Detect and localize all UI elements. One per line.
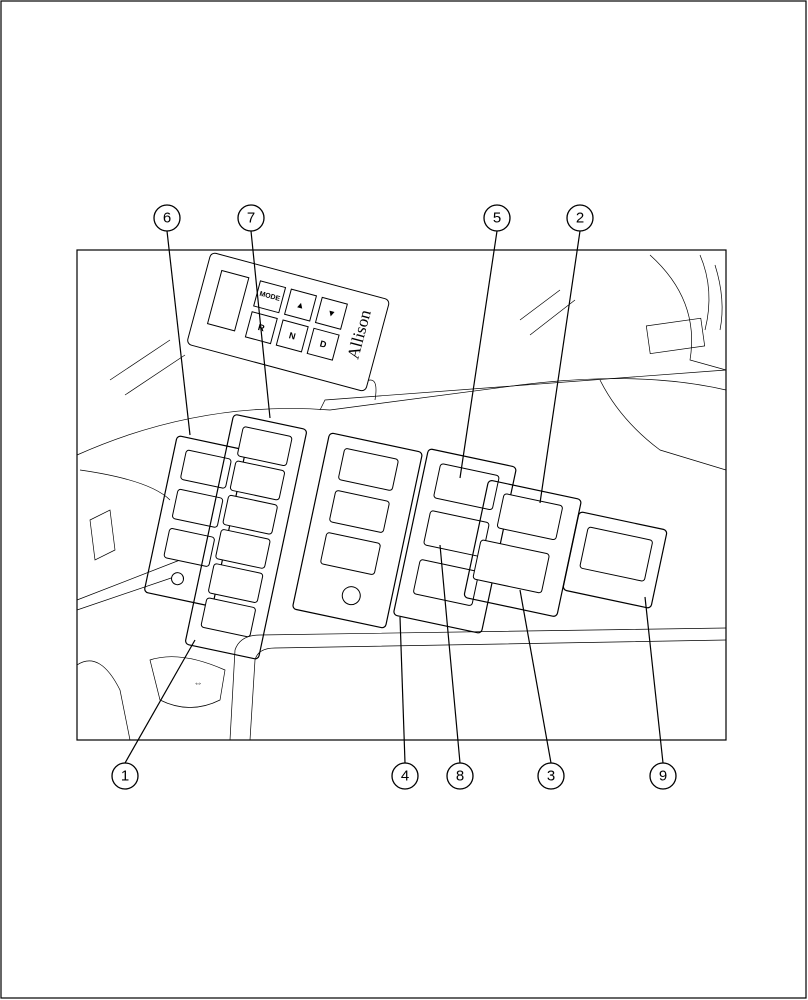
svg-text:7: 7 (247, 210, 255, 227)
rocker-switch-4[interactable] (413, 559, 479, 606)
transmission-shift-keypad: MODE ▲ ▼ R N D (187, 252, 390, 392)
callout-4: 4 (391, 762, 419, 790)
svg-text:1: 1 (121, 768, 129, 785)
rocker-switch-5[interactable] (433, 463, 500, 511)
rocker-switch[interactable] (180, 449, 232, 489)
svg-text:4: 4 (401, 768, 409, 785)
svg-text:9: 9 (659, 768, 667, 785)
keypad-key-up[interactable] (283, 288, 318, 322)
switch-panel-right-center (393, 448, 517, 634)
rocker-switch[interactable] (215, 529, 271, 569)
rocker-switch-9[interactable] (579, 526, 653, 582)
rocker-switch[interactable] (320, 532, 381, 575)
svg-text:N: N (288, 330, 297, 341)
rocker-switch-3[interactable] (472, 539, 550, 594)
keypad-key-down[interactable] (314, 296, 348, 330)
svg-text:R: R (257, 322, 266, 333)
svg-text:2: 2 (576, 210, 584, 227)
rocker-switch[interactable] (338, 448, 399, 491)
illustration-frame (76, 249, 727, 741)
cab-tilt-symbol: ⇔ (194, 678, 203, 688)
blank-switch (329, 490, 390, 533)
callout-2: 2 (566, 204, 594, 232)
dimmer-knob[interactable] (341, 585, 362, 606)
callout-8: 8 (446, 762, 474, 790)
callout-7: 7 (237, 204, 265, 232)
callout-3: 3 (537, 762, 565, 790)
display-window (206, 269, 250, 332)
svg-text:3: 3 (547, 768, 555, 785)
switch-panel-center (292, 432, 423, 629)
switch-panel-left (144, 435, 246, 607)
callout-5: 5 (483, 204, 511, 232)
keypad-key-d[interactable] (306, 327, 340, 361)
callout-1: 1 (111, 762, 139, 790)
callout-9: 9 (649, 762, 677, 790)
blank-switch (229, 460, 285, 501)
svg-text:8: 8 (456, 768, 464, 785)
switch-panel-far-right (562, 511, 668, 609)
svg-text:6: 6 (163, 210, 171, 227)
keypad-key-n[interactable] (275, 319, 309, 353)
rocker-switch[interactable] (208, 563, 264, 603)
svg-text:5: 5 (493, 210, 501, 227)
rotary-knob[interactable] (170, 572, 185, 586)
blank-switch (172, 488, 224, 528)
cab-structure: ⇔ (76, 254, 727, 741)
rocker-switch[interactable] (163, 528, 215, 567)
switch-panel-7 (185, 414, 307, 660)
arrow-down-icon: ▼ (326, 307, 337, 319)
callout-6: 6 (153, 204, 181, 232)
rocker-switch[interactable] (237, 426, 293, 467)
leader-lines (124, 230, 664, 764)
arrow-up-icon: ▲ (295, 299, 306, 311)
switch-panel-right (463, 480, 582, 617)
rocker-switch[interactable] (222, 494, 278, 535)
rocker-switch-2[interactable] (496, 493, 563, 541)
svg-text:D: D (319, 339, 328, 350)
rocker-switch[interactable] (200, 597, 256, 638)
